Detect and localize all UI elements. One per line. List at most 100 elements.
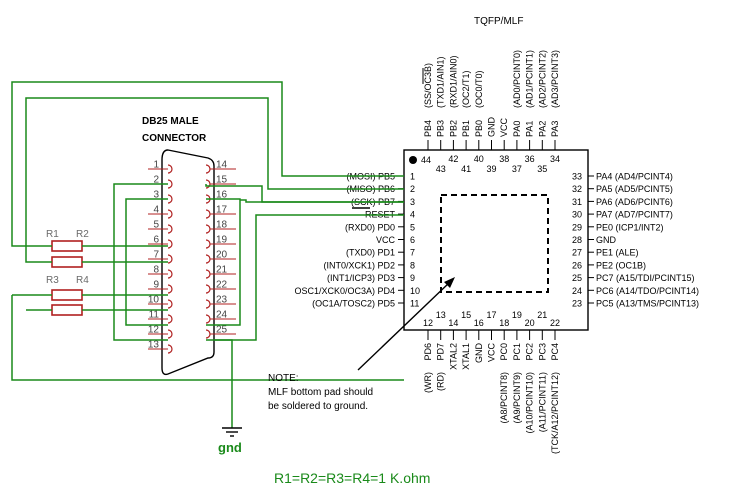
db25-pin-contact [167,209,173,219]
pin-number: 41 [461,164,471,174]
db25-pin-number: 14 [216,160,228,171]
pin-port: PC1 [512,343,522,361]
pin-label: PA5 (AD5/PCINT5) [596,184,673,194]
mlf-bottom-pad [440,194,549,293]
pin-number: 13 [436,310,446,320]
wire-sck-2 [205,184,404,203]
pin-port: PA0 [512,121,522,137]
pin-number: 30 [572,210,582,220]
db25-pin-number: 3 [153,190,159,201]
pin-number: 25 [572,273,582,283]
pin-function: (A8/PCINT8) [499,372,509,424]
pin-port: PD6 [423,343,433,361]
pin-number: 31 [572,197,582,207]
note-arrow [357,281,451,371]
pin-function: (A10/PCINT10) [525,372,535,434]
db25-pin-contact [167,314,173,324]
db25-pin-number: 11 [149,310,160,321]
db25-pin-number: 9 [153,280,159,291]
pin-number: 27 [572,248,582,258]
db25-pin-number: 2 [153,175,159,186]
pin-port: PD7 [436,343,446,361]
pin-number: 39 [486,164,496,174]
pin-label: OSC1/XCK0/OC3A) PD4 [294,286,395,296]
pin-number: 12 [423,318,433,328]
pin-label: VCC [376,235,396,245]
db25-pin-contact [205,224,211,234]
pin-port: GND [487,117,497,138]
db25-pin-number: 18 [216,220,228,231]
db25-pin-number: 21 [216,265,228,276]
pin-port: PC2 [525,343,535,361]
pin-port: XTAL2 [448,343,458,370]
db25-pin-number: 16 [216,190,228,201]
db25-pin-number: 15 [216,175,228,186]
pin-port: PC0 [499,343,509,361]
pin-function: (RXD1/AIN0) [448,55,458,108]
pin-function: (TCK/A12/PCINT12) [550,372,560,454]
pin-number: 21 [537,310,547,320]
wire-mosi [11,81,404,247]
db25-pin-number: 24 [216,310,228,321]
pin-port: PB1 [461,120,471,137]
chip-body [403,149,589,331]
pin-number: 20 [525,318,535,328]
r3-label: R3 [46,275,59,286]
r2-label: R2 [76,229,89,240]
pin-label: PC7 (A15/TDI/PCINT15) [596,273,695,283]
pin-number: 28 [572,235,582,245]
pin-port: VCC [487,343,497,363]
db25-pin-contact [205,269,211,279]
pin-label: (RXD0) PD0 [345,222,395,232]
db25-pins: 1234567891011121314151617181920212223242… [148,160,236,354]
pin-port: VCC [499,117,509,137]
pin-port: PB0 [474,120,484,137]
pin-number: 33 [572,172,582,182]
pin-label: PA7 (AD7/PCINT7) [596,210,673,220]
pin-label: PC6 (A14/TDO/PCINT14) [596,286,699,296]
pin-number: 23 [572,299,582,309]
db25-pin-number: 10 [148,295,160,306]
pin-number: 24 [572,286,582,296]
pin-number: 11 [410,299,419,309]
pin-function: (OC2/T1) [461,70,471,108]
pin-port: PA3 [550,121,560,137]
note-arrow-head [444,277,455,288]
pin-label: PE2 (OC1B) [596,260,646,270]
db25-pin-contact [205,314,211,324]
db25-pin-number: 25 [216,325,228,336]
pin-function: (OC0/T0) [474,70,484,108]
db25-shell [161,149,215,376]
pin-port: PC4 [550,343,560,361]
pin-number: 10 [410,286,420,296]
db25-pin-contact [205,164,211,174]
db25-pin-number: 5 [153,220,159,231]
pin-label: (TXD0) PD1 [346,248,395,258]
db25-pin-number: 22 [216,280,228,291]
pin-number: 40 [474,154,484,164]
pin-number: 38 [499,154,509,164]
wire-pin16 [206,198,241,326]
pin-port: PC3 [537,343,547,361]
pin-label: PA4 (AD4/PCINT4) [596,172,673,182]
db25-pin-number: 6 [153,235,159,246]
pin1-label: 44 [421,155,431,165]
wire-reset [214,214,404,341]
db25-pin-contact [167,179,173,189]
db25-pin-number: 23 [216,295,228,306]
package-label: TQFP/MLF [474,16,523,27]
note-line-2: MLF bottom pad should [268,387,373,398]
db25-pin-number: 17 [216,205,228,216]
pin-port: XTAL1 [461,343,471,370]
wire-miso [25,97,404,263]
db25-pin-number: 12 [148,325,160,336]
db25-pin-number: 1 [153,160,159,171]
r1-label: R1 [46,229,59,240]
connector-title-2: CONNECTOR [142,133,207,144]
pin-number: 43 [436,164,446,174]
pin-function: (A11/PCINT11) [537,372,547,432]
pin-label: (OC1A/TOSC2) PD5 [312,299,395,309]
pin-function: (SS/OC3B) [423,63,433,108]
